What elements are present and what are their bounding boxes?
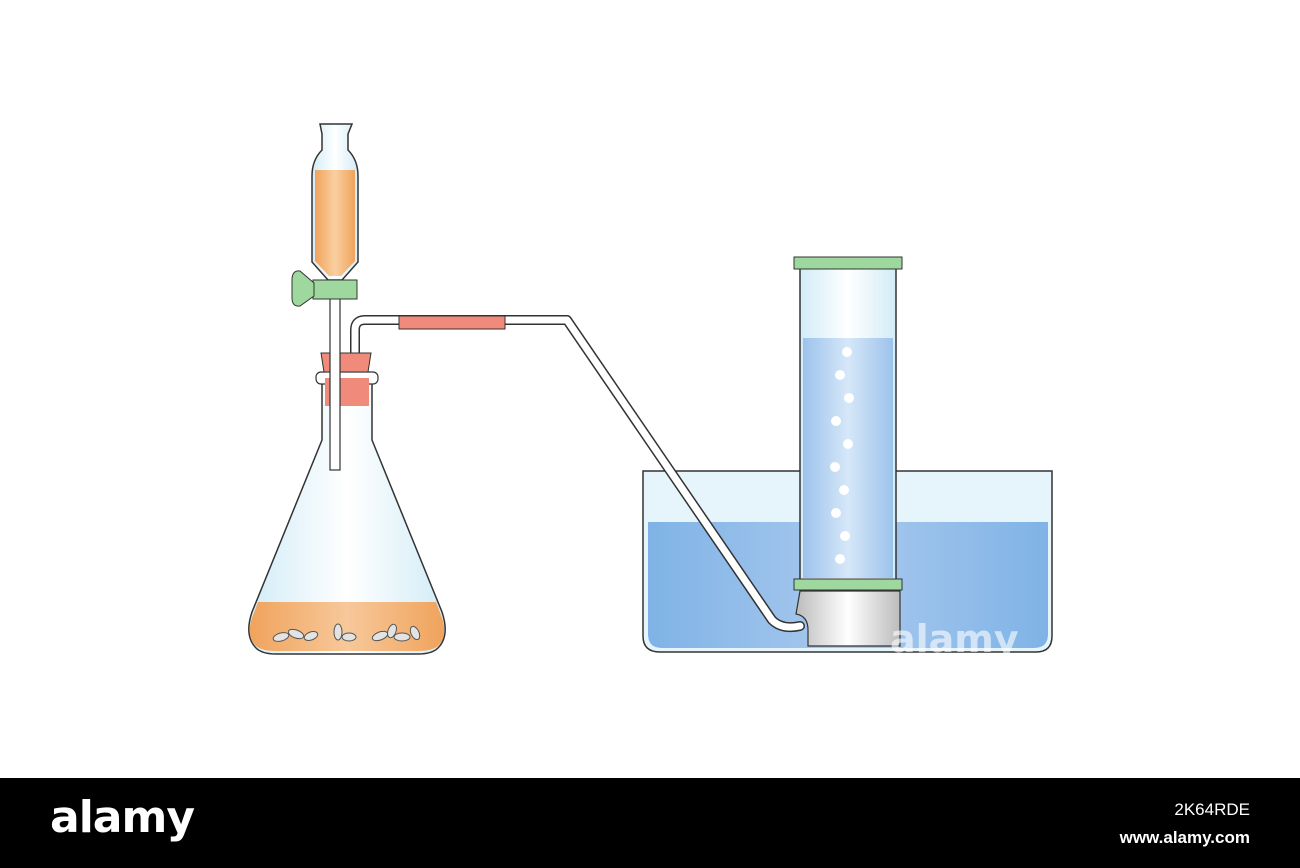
gas-bubble <box>839 485 849 495</box>
gas-bubble <box>840 531 850 541</box>
stopcock-barrel <box>312 279 358 300</box>
delivery-tube <box>350 315 805 633</box>
stopcock-handle <box>291 270 315 307</box>
solid-pieces <box>272 623 421 642</box>
beehive-shelf <box>795 590 901 647</box>
rubber-connector <box>398 315 506 330</box>
dropping-funnel <box>291 123 359 471</box>
image-id: 2K64RDE <box>1174 800 1250 819</box>
gas-bubble <box>835 554 845 564</box>
brand-logo[interactable]: alamy <box>50 792 195 843</box>
gas-jar-base-ring <box>793 578 903 591</box>
funnel-liquid <box>315 170 355 276</box>
gas-bubble <box>843 439 853 449</box>
gas-jar-water <box>803 338 893 578</box>
gas-bubble <box>830 462 840 472</box>
gas-bubble <box>842 347 852 357</box>
stock-footer: alamy 2K64RDE www.alamy.com <box>0 778 1300 868</box>
site-url[interactable]: www.alamy.com <box>1119 828 1250 847</box>
gas-bubble <box>835 370 845 380</box>
gas-bubble <box>831 416 841 426</box>
conical-flask <box>248 371 446 655</box>
gas-bubble <box>844 393 854 403</box>
image-watermark: alamy <box>890 617 1019 661</box>
gas-bubbles <box>830 347 854 564</box>
gas-jar-cap <box>793 256 903 270</box>
gas-jar <box>793 256 903 591</box>
rubber-stopper <box>320 352 372 406</box>
gas-bubble <box>831 508 841 518</box>
apparatus-diagram: alamy <box>248 123 1053 661</box>
